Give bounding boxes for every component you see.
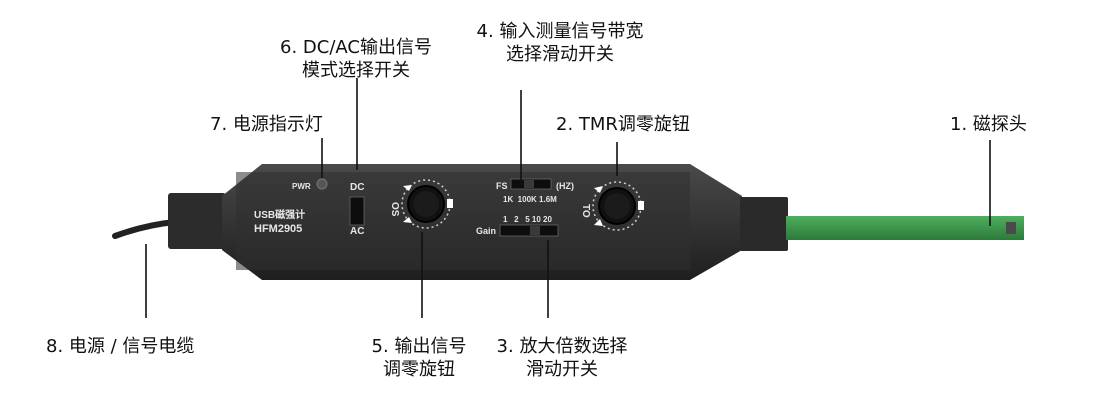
label-power-led: 7. 电源指示灯 [210,114,323,135]
signal-cable [112,219,178,239]
os-label: OS [389,202,400,217]
output-zero-knob[interactable] [401,179,453,229]
leader-lines [145,78,991,318]
gain-label: Gain [476,226,496,236]
label-gain-switch: 3. 放大倍数选择 滑动开关 [482,335,642,381]
model-line1: USB磁强计 [254,208,305,221]
label-bandwidth-switch: 4. 输入测量信号带宽 选择滑动开关 [460,20,660,66]
label-cable: 8. 电源 / 信号电缆 [46,336,195,357]
dcac-switch[interactable] [349,196,365,226]
pwr-label: PWR [292,182,311,191]
fs-label: FS [496,181,508,191]
label-dcac-line1: 6. DC/AC输出信号 [280,37,432,58]
label-tmr-zero: 2. TMR调零旋钮 [556,114,690,135]
ac-label: AC [350,226,364,237]
tmr-zero-knob[interactable] [592,181,644,231]
label-probe: 1. 磁探头 [950,114,1027,135]
magnetic-probe [786,216,1024,240]
label-gain-line1: 3. 放大倍数选择 [496,336,628,357]
gain-values: 1 2 5 10 20 [503,215,552,224]
label-gain-line2: 滑动开关 [526,359,598,380]
label-output-zero-line1: 5. 输出信号 [371,336,467,357]
label-dcac-switch: 6. DC/AC输出信号 模式选择开关 [256,36,456,82]
left-strain-relief [168,193,226,249]
label-dcac-line2: 模式选择开关 [302,60,410,81]
label-output-zero: 5. 输出信号 调零旋钮 [344,335,494,381]
label-output-zero-line2: 调零旋钮 [383,359,455,380]
probe-connector [740,197,788,251]
label-bandwidth-line1: 4. 输入测量信号带宽 [476,21,644,42]
hz-label: (HZ) [556,181,574,191]
dc-label: DC [350,182,364,193]
power-led [316,178,328,190]
probe-sensor [1006,222,1016,234]
gain-switch[interactable] [499,224,559,237]
label-bandwidth-line2: 选择滑动开关 [506,44,614,65]
device-face [236,172,690,270]
model-line2: HFM2905 [254,223,302,235]
to-label: TO [580,204,591,218]
fs-values: 1K 100K 1.6M [503,195,557,204]
